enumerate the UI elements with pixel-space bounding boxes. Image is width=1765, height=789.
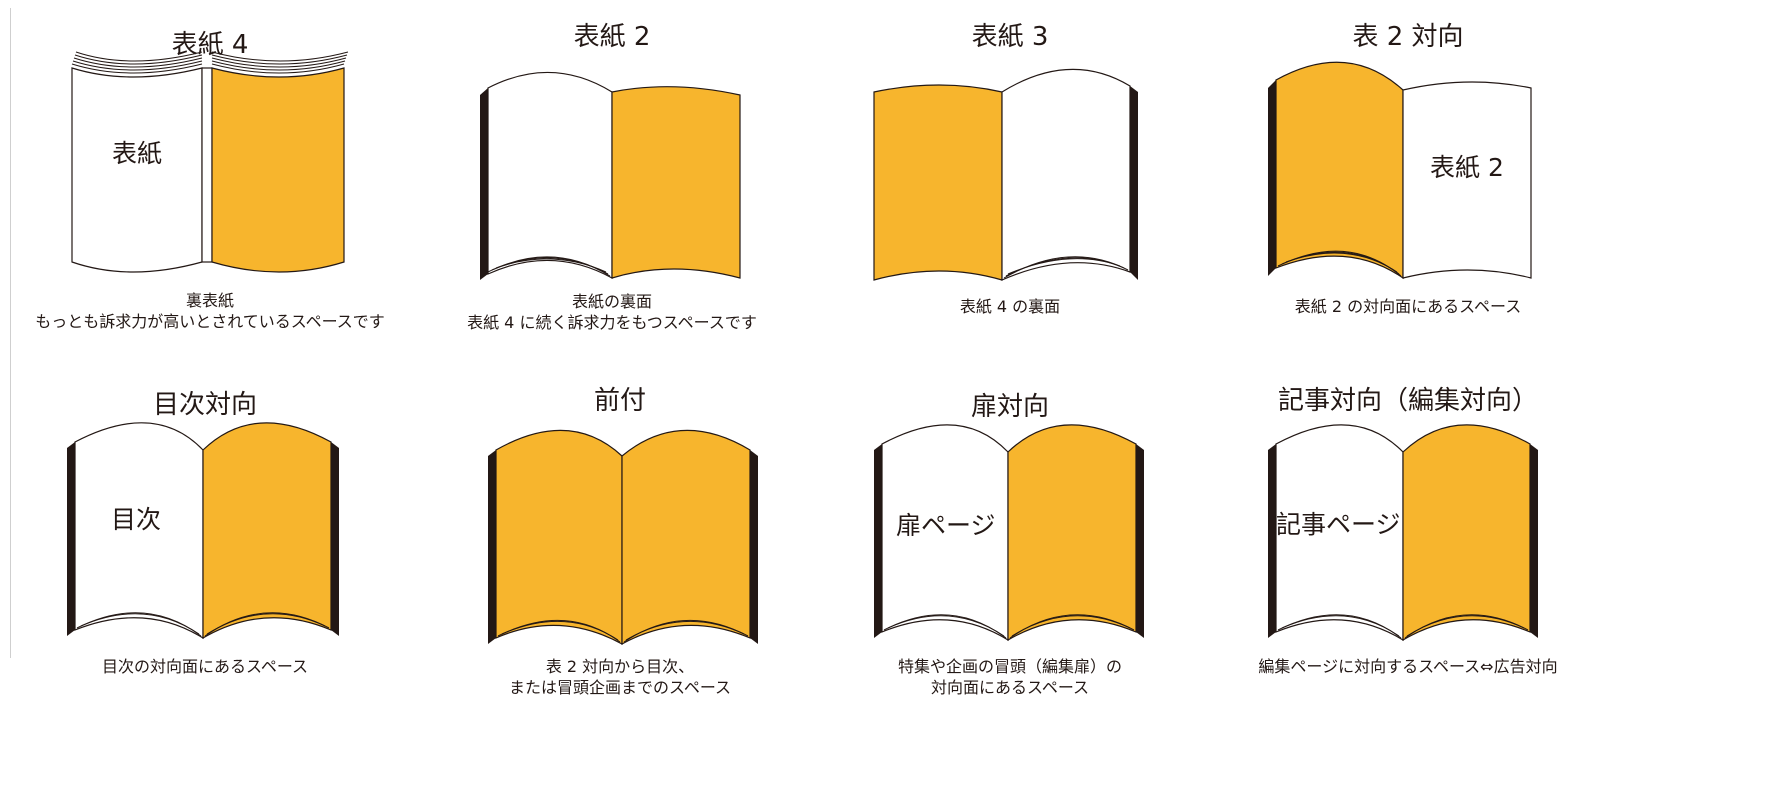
page-edge-left xyxy=(67,442,75,636)
caption-line: 特集や企画の冒頭（編集扉）の xyxy=(897,657,1122,676)
caption-line: 目次の対向面にあるスペース xyxy=(101,657,309,676)
panel-caption: 目次の対向面にあるスペース xyxy=(25,656,385,677)
panel-title: 表 2 対向 xyxy=(1352,22,1464,52)
book-right-page-highlight xyxy=(611,86,741,279)
page-edge-left xyxy=(874,444,882,638)
book-left-page-highlight xyxy=(1275,61,1404,280)
caption-line: 裏表紙 xyxy=(185,291,234,310)
open-book-illustration: 記事ページ xyxy=(1268,424,1538,642)
page-curl-lines xyxy=(1003,256,1129,279)
panel-caption: 特集や企画の冒頭（編集扉）の 対向面にあるスペース xyxy=(820,656,1200,698)
page-edge-right xyxy=(1130,86,1138,280)
caption-line: または冒頭企画までのスペース xyxy=(508,678,732,697)
book-right-page xyxy=(1402,81,1532,279)
caption-line: もっとも訴求力が高いとされているスペースです xyxy=(35,312,385,331)
caption-line: 対向面にあるスペース xyxy=(930,678,1090,697)
panel-caption: 編集ページに対向するスペース⇔広告対向 xyxy=(1218,656,1598,677)
right-page-label: 表紙 2 xyxy=(1430,153,1504,182)
caption-line: 編集ページに対向するスペース⇔広告対向 xyxy=(1258,657,1558,676)
caption-line: 表 2 対向から目次、 xyxy=(545,657,695,676)
open-book-illustration: 扉ページ xyxy=(874,424,1144,642)
panel-hyoshi-3: 表紙 3 表紙 4 の裏面 xyxy=(860,0,1160,345)
left-page-label: 記事ページ xyxy=(1276,510,1401,539)
panel-hyoshi-4: 表紙 4 表紙 裏表紙 もっとも訴求力が高いとされているスペースです xyxy=(35,0,385,345)
panel-title: 表紙 3 xyxy=(971,22,1049,52)
panel-hyo-2-taiko: 表 2 対向 表紙 2 表紙 2 の対向面にあるスペース xyxy=(1258,0,1558,345)
book-right-page-highlight xyxy=(1007,424,1137,642)
panel-tobira-taiko: 扉対向 扉ページ 特集や企画の冒頭（編集扉）の 対向面にあるスペース xyxy=(860,380,1160,710)
page-curl-lines xyxy=(76,612,330,637)
page-edge-right xyxy=(750,450,758,644)
left-page-label: 表紙 xyxy=(112,139,162,168)
page-edge-right xyxy=(1530,444,1538,638)
open-book-illustration: 目次 xyxy=(67,422,339,640)
caption-line: 表紙の裏面 xyxy=(571,292,652,311)
panel-title: 記事対向（編集対向） xyxy=(1277,386,1538,416)
page-curl-lines xyxy=(1277,614,1529,639)
panel-title: 表紙 4 xyxy=(171,30,249,60)
caption-line: 表紙 4 に続く訴求力をもつスペースです xyxy=(467,313,757,332)
left-page-label: 目次 xyxy=(111,505,161,534)
book-left-page-highlight xyxy=(495,429,623,646)
page-edge-left xyxy=(1268,444,1276,638)
cover-page-left xyxy=(71,67,203,273)
open-book-illustration: 表紙 2 xyxy=(1268,61,1532,280)
panel-title: 目次対向 xyxy=(152,390,257,420)
open-book-illustration xyxy=(488,429,758,646)
left-page-label: 扉ページ xyxy=(896,511,996,540)
panel-kiji-taiko: 記事対向（編集対向） 記事ページ 編集ページに対向するスペース⇔広告対向 xyxy=(1258,380,1558,690)
back-cover-illustration: 表紙 xyxy=(71,51,349,273)
page-curl-lines xyxy=(883,614,1135,639)
caption-line: 表紙 4 の裏面 xyxy=(959,297,1061,316)
panel-caption: 裏表紙 もっとも訴求力が高いとされているスペースです xyxy=(20,290,400,332)
panel-caption: 表 2 対向から目次、 または冒頭企画までのスペース xyxy=(430,656,810,698)
book-left-page xyxy=(487,71,613,280)
open-book-illustration xyxy=(480,71,741,280)
page-curl-lines xyxy=(487,256,611,277)
spine xyxy=(201,67,213,263)
open-book-illustration xyxy=(873,68,1138,281)
left-divider-line xyxy=(10,8,11,658)
page-edge-left xyxy=(1268,80,1276,276)
panel-caption: 表紙の裏面 表紙 4 に続く訴求力をもつスペースです xyxy=(412,291,812,333)
book-right-page-highlight xyxy=(1402,424,1531,642)
panel-maezuke: 前付 表 2 対向から目次、 または冒頭企画までのスペース xyxy=(470,380,770,710)
panel-caption: 表紙 2 の対向面にあるスペース xyxy=(1228,296,1588,317)
book-right-page xyxy=(1001,68,1131,281)
book-right-page-highlight xyxy=(202,422,332,640)
panel-title: 扉対向 xyxy=(970,392,1049,422)
panel-mokuji-taiko: 目次対向 目次 目次の対向面にあるスペース xyxy=(55,380,355,690)
page-edge-fan xyxy=(71,51,349,74)
panel-title: 表紙 2 xyxy=(573,22,651,52)
caption-line: 表紙 2 の対向面にあるスペース xyxy=(1294,297,1522,316)
panel-title: 前付 xyxy=(593,386,646,416)
page-curl-lines xyxy=(497,620,749,643)
page-edge-left xyxy=(488,450,496,644)
page-edge-right xyxy=(331,442,339,636)
cover-page-right-highlight xyxy=(211,67,345,273)
page-edge-left xyxy=(480,88,488,280)
page-curl-lines xyxy=(1277,250,1402,277)
panel-hyoshi-2: 表紙 2 表紙の裏面 表紙 4 に続く訴求力をもつスペースです xyxy=(462,0,762,345)
panel-caption: 表紙 4 の裏面 xyxy=(860,296,1160,317)
book-right-page-highlight xyxy=(621,429,751,646)
book-left-page-highlight xyxy=(873,84,1003,281)
page-edge-right xyxy=(1136,444,1144,638)
